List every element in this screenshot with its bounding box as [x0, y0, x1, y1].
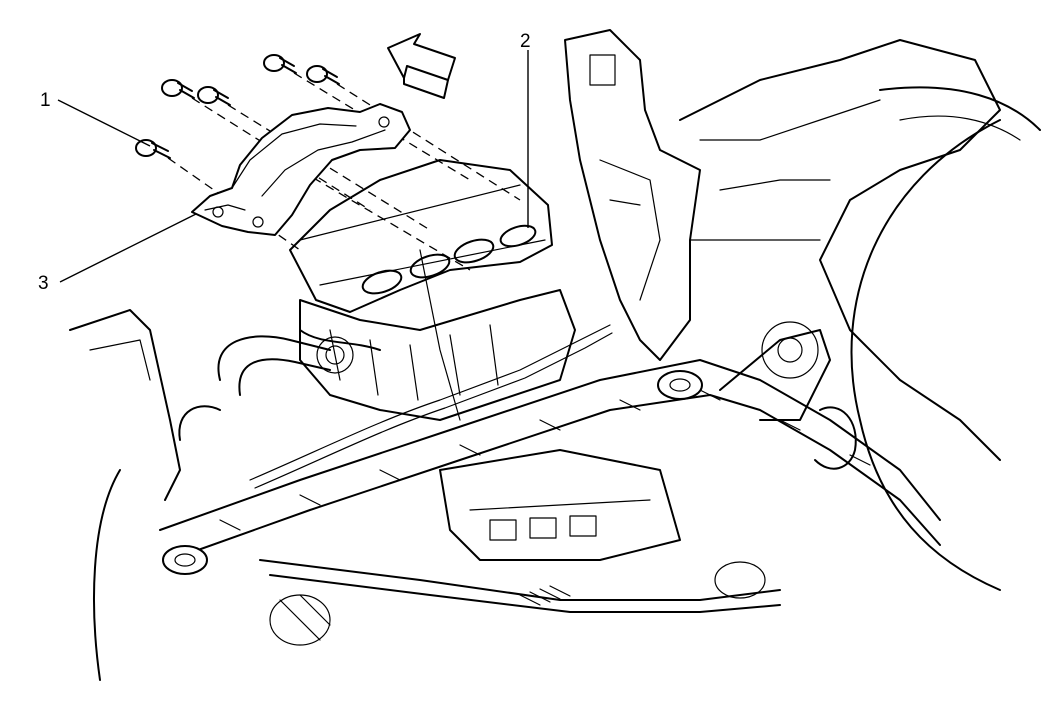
cylinder-head: [289, 159, 553, 313]
body-structure-right: [679, 39, 1041, 461]
oil-pan: [439, 449, 681, 561]
callout-1-label: 1: [40, 90, 51, 111]
wheel-well-arc: [850, 119, 1001, 591]
alignment-lines: [167, 72, 521, 271]
strut-bracket: [564, 29, 701, 361]
lower-control-arm: [719, 321, 857, 470]
bolt-icon: [306, 65, 340, 85]
callout-1-leader: [57, 99, 151, 147]
bolt-icon: [197, 86, 231, 106]
frame-left: [69, 309, 181, 681]
brake-line: [254, 332, 613, 489]
cross-member: [159, 359, 941, 575]
bolt-icon: [135, 139, 171, 159]
direction-arrow-icon: [387, 33, 456, 99]
callout-2-label: 2: [520, 31, 531, 52]
callout-3-label: 3: [38, 273, 49, 294]
steering-rack: [259, 559, 781, 646]
coolant-hoses: [178, 329, 381, 441]
bolt-icon: [161, 79, 195, 99]
bolt-icon: [263, 54, 297, 74]
callout-3-leader: [59, 213, 197, 283]
engine-block: [299, 249, 576, 421]
exhaust-manifold: [191, 103, 411, 236]
brake-line: [249, 324, 611, 481]
